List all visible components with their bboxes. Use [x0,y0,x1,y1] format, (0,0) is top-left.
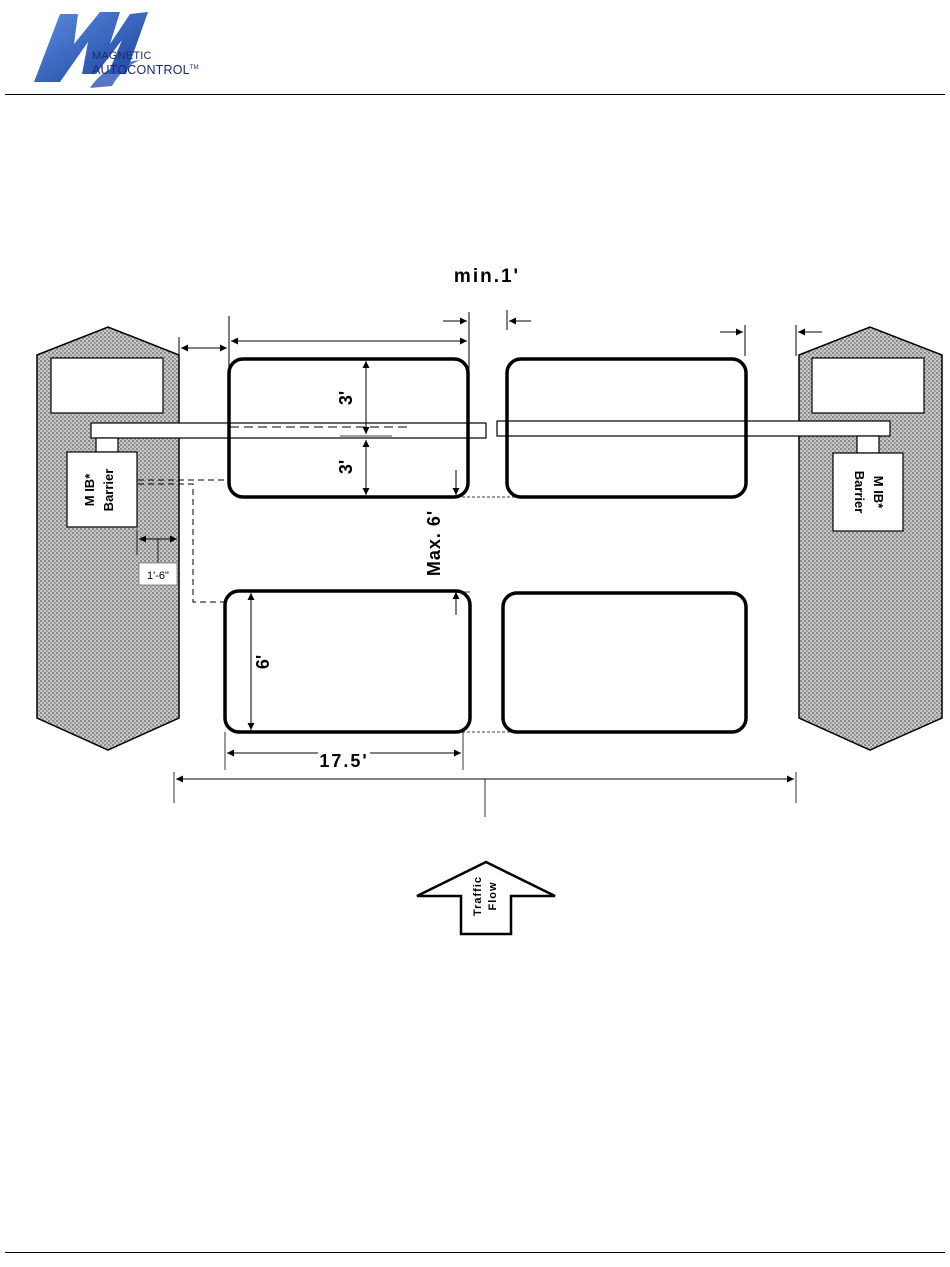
max-spacing-label: Max. 6' [424,510,444,576]
left-barrier-arm [91,423,486,438]
left-barrier-label-line-1: M IB* [82,473,97,506]
loop-length-label: 17.5' [319,751,368,771]
loop-half-height-top-label: 3' [336,391,356,405]
offset-label: 1'-6" [147,570,169,582]
right-barrier-arm [497,421,890,436]
min-spacing-label: min.1' [454,266,520,287]
loop-half-height-bottom-label: 3' [336,460,356,474]
left-barrier-label-line-2: Barrier [101,469,116,512]
loop-bottom-right [503,593,746,732]
right-barrier-label-line-2: Barrier [852,471,867,514]
traffic-flow-arrow-icon [417,862,555,934]
left-barrier-post [96,438,118,452]
footer-divider [5,1252,945,1253]
right-barrier-post [857,436,879,453]
right-island-panel [812,358,924,413]
left-island-panel [51,358,163,413]
traffic-flow-label-line-2: Flow [487,881,499,910]
traffic-flow-label-line-1: Traffic [472,876,484,916]
right-barrier-label-line-1: M IB* [871,476,886,509]
loop-height-label: 6' [253,655,273,669]
right-barrier-housing [833,453,903,531]
